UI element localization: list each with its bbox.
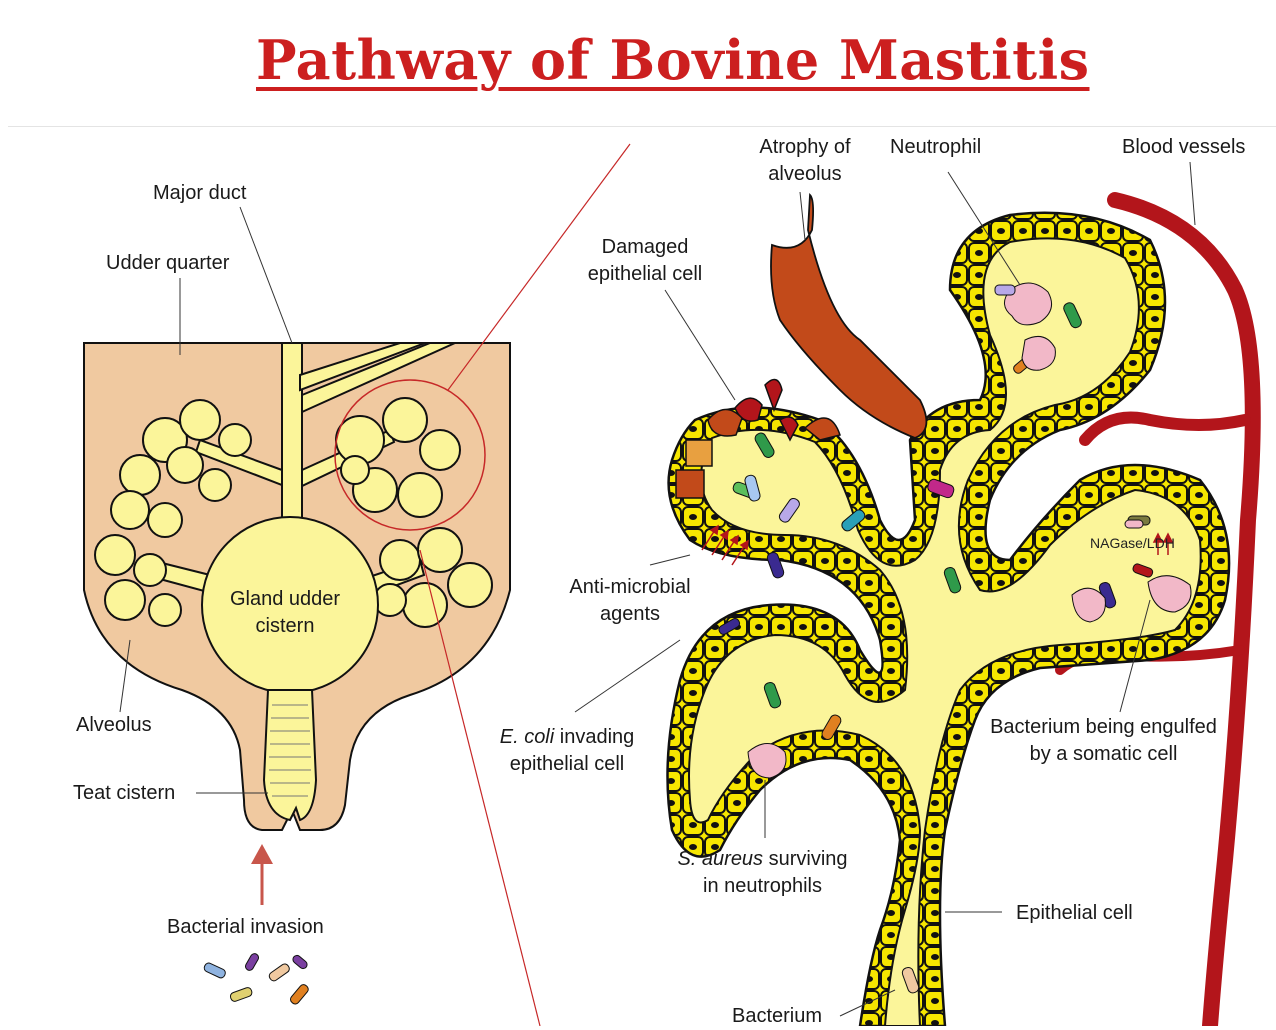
label-udder-quarter: Udder quarter	[106, 250, 229, 277]
invasion-arrow	[251, 844, 273, 905]
label-nagase-ldh: NAGase/LDH	[1090, 530, 1175, 557]
label-ecoli-invading: E. coli invading epithelial cell	[482, 724, 652, 778]
label-blood-vessels: Blood vessels	[1122, 134, 1245, 161]
label-major-duct: Major duct	[153, 180, 246, 207]
label-alveolus: Alveolus	[76, 712, 152, 739]
label-epithelial-cell: Epithelial cell	[1016, 900, 1133, 927]
gland-cistern	[202, 517, 378, 820]
label-teat-cistern: Teat cistern	[73, 780, 175, 807]
atrophied-alveolus	[771, 195, 926, 438]
label-neutrophil: Neutrophil	[890, 134, 981, 161]
label-saureus-surviving: S. aureus surviving in neutrophils	[655, 846, 870, 900]
invading-bacteria	[203, 952, 310, 1005]
label-bacterial-invasion: Bacterial invasion	[167, 914, 324, 941]
